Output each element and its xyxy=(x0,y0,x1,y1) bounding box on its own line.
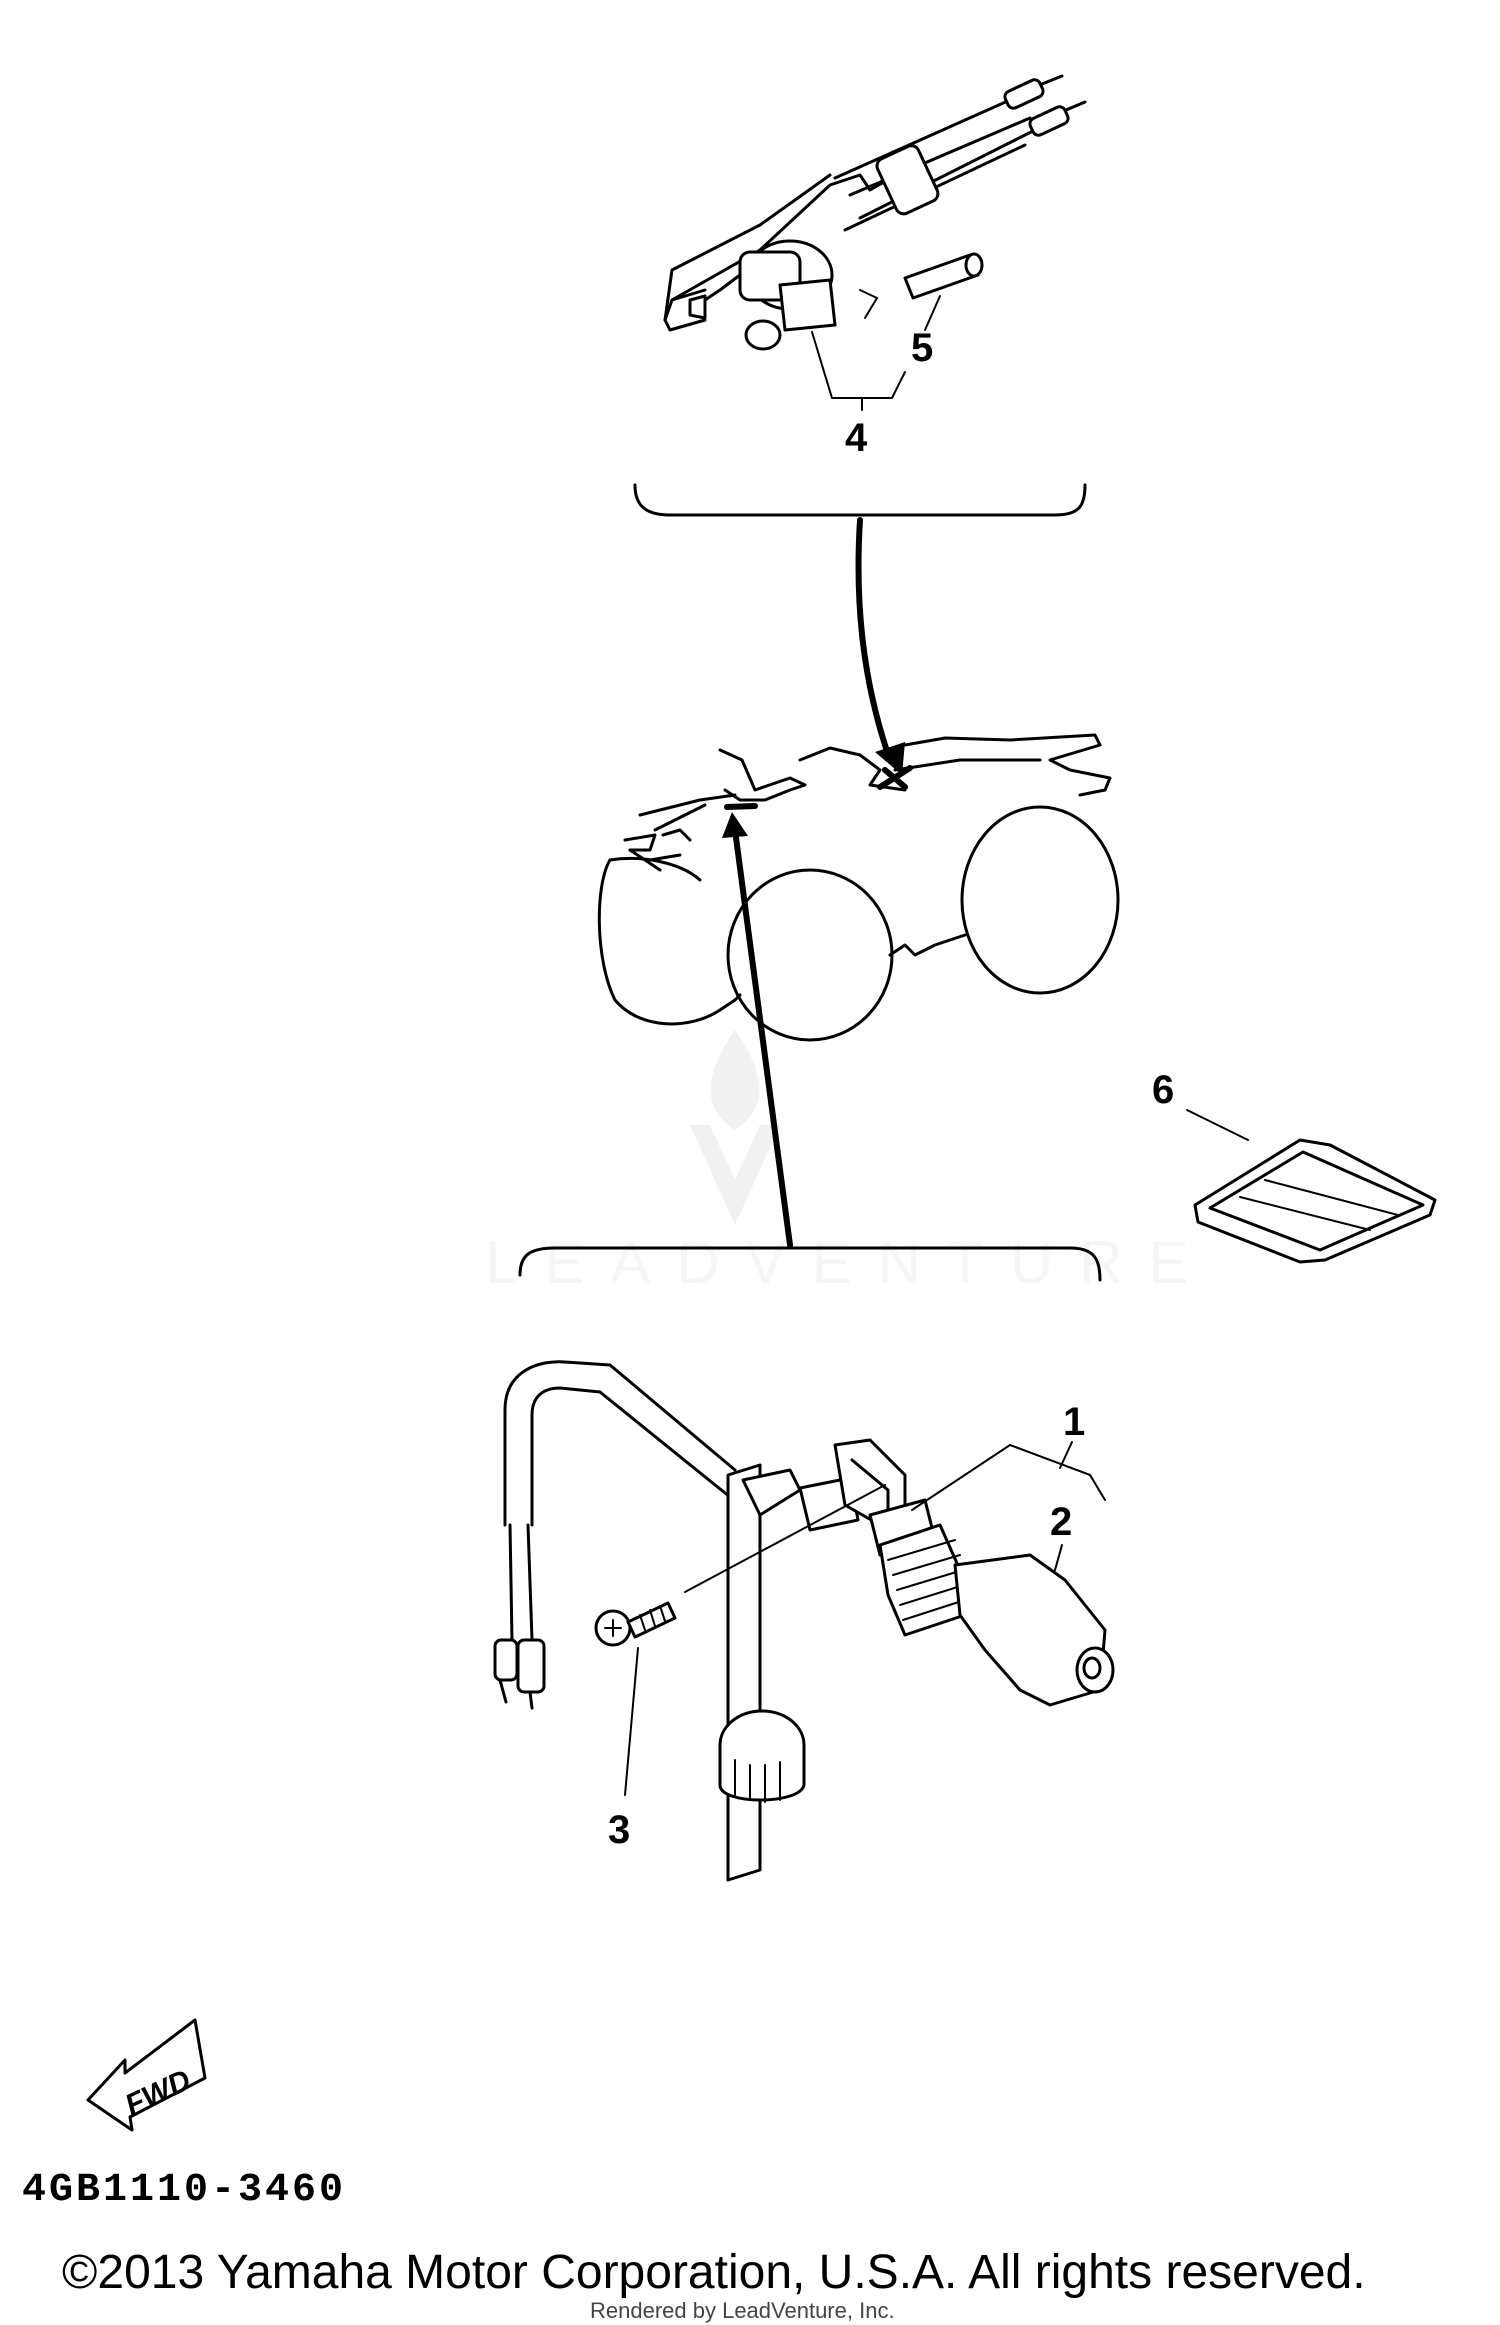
upper-pointer-arrowhead xyxy=(875,742,905,775)
leadventure-watermark: LEADVENTURE xyxy=(485,1030,1214,1296)
callout-2: 2 xyxy=(1050,1500,1072,1544)
callout-4: 4 xyxy=(845,416,868,460)
callout-6: 6 xyxy=(1152,1068,1174,1112)
callout-3: 3 xyxy=(608,1808,630,1852)
upper-bracket xyxy=(633,483,1087,517)
lower-throttle-assembly xyxy=(493,1360,1115,1882)
upper-cable-assembly xyxy=(663,74,1087,411)
copyright-notice: ©2013 Yamaha Motor Corporation, U.S.A. A… xyxy=(62,2246,1366,2299)
atv-outline xyxy=(597,733,1120,1042)
lower-bracket xyxy=(518,1246,1102,1282)
lower-pointer-line xyxy=(732,827,793,1248)
fwd-arrow: FWD xyxy=(86,2018,207,2132)
part-6-label xyxy=(1186,1109,1437,1264)
rendered-by-notice: Rendered by LeadVenture, Inc. xyxy=(590,2298,895,2323)
upper-pointer-line xyxy=(855,517,893,763)
callout-5: 5 xyxy=(911,326,933,370)
lower-pointer-arrowhead xyxy=(722,812,748,838)
part-code: 4GB1110-3460 xyxy=(22,2168,346,2213)
callout-1: 1 xyxy=(1063,1400,1085,1444)
watermark-text: LEADVENTURE xyxy=(485,1229,1214,1296)
